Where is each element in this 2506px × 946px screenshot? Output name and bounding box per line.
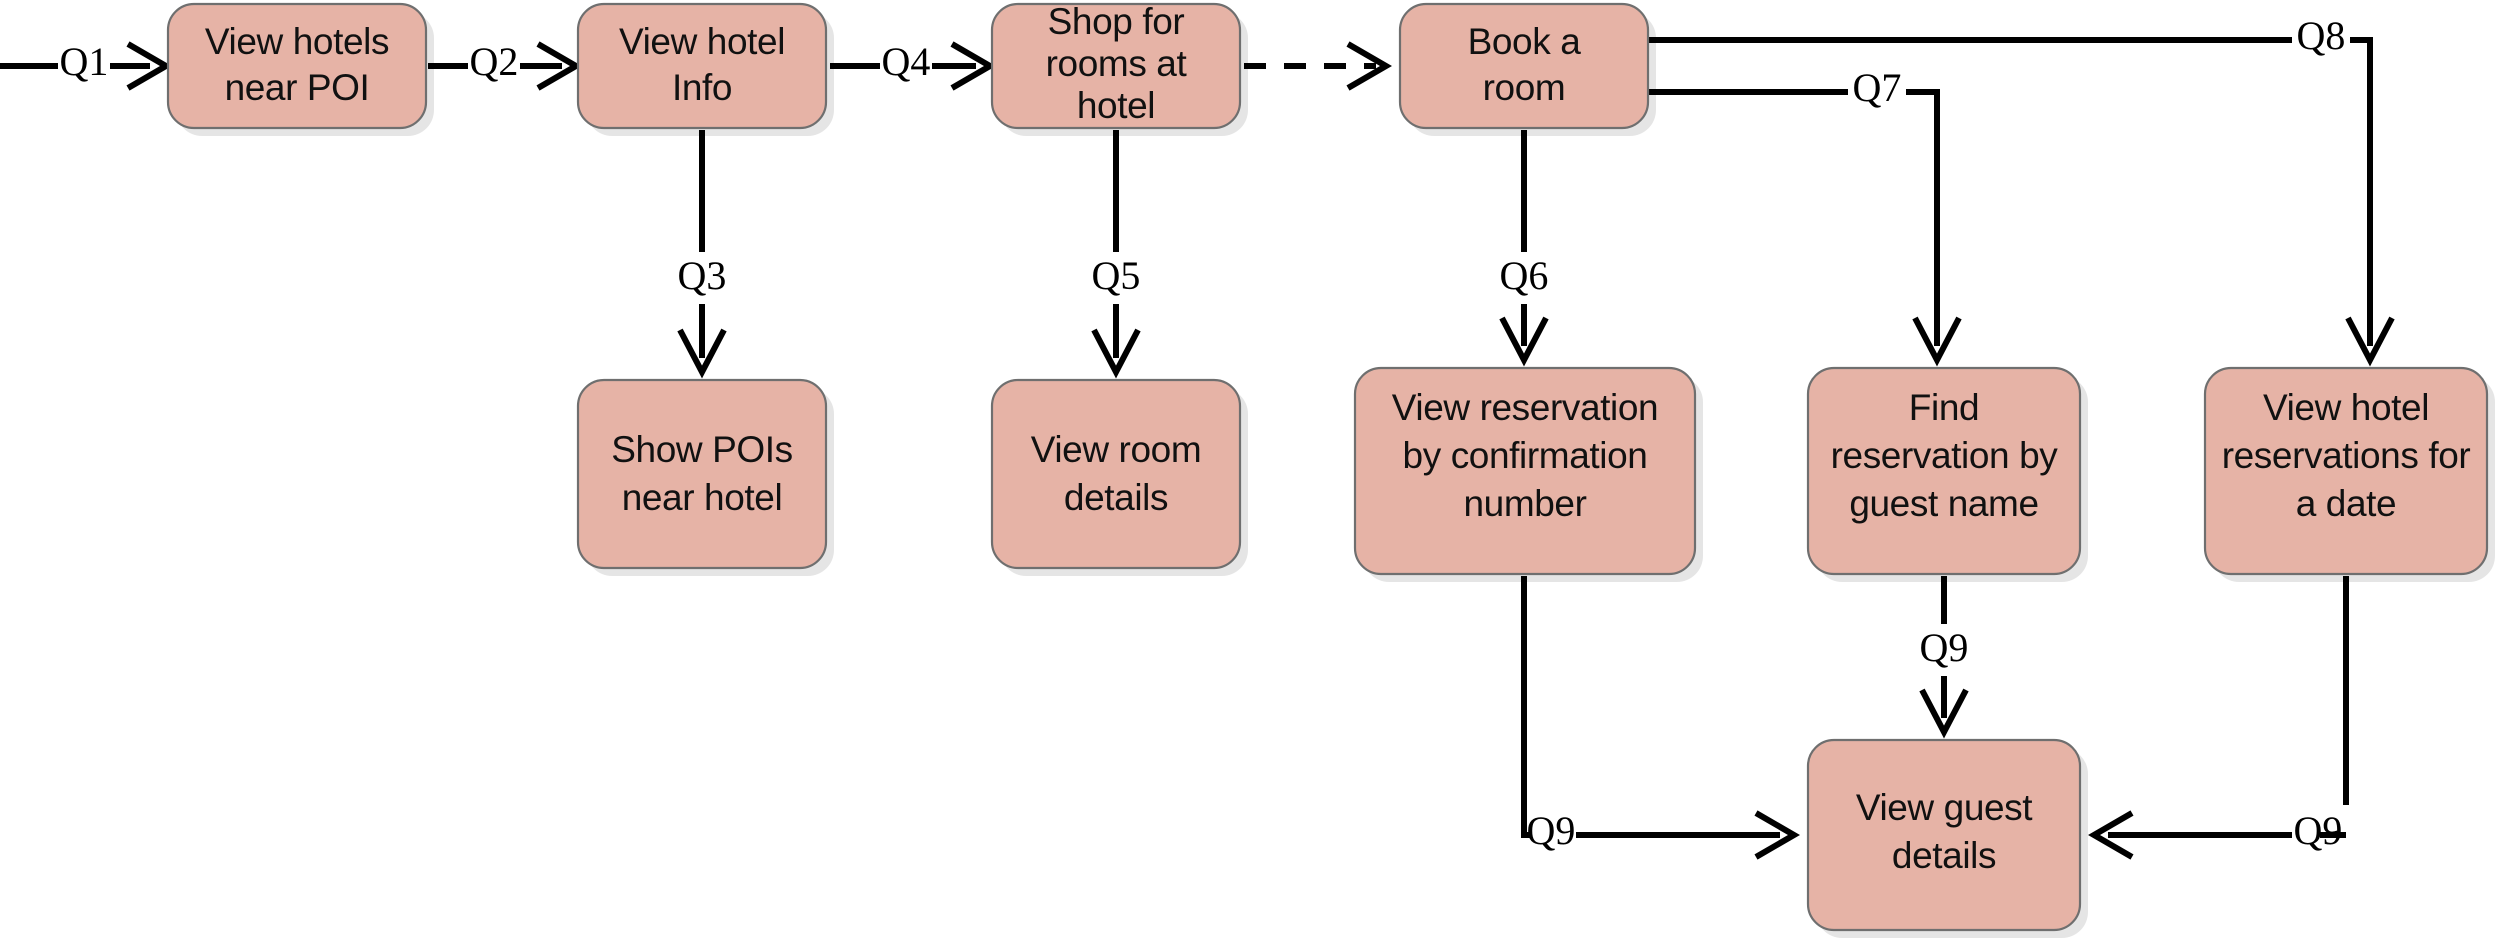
node-label-view-hotel-reservations-line2: reservations for (2222, 435, 2471, 476)
edge-label-q4: Q4 (882, 39, 931, 84)
edge-find-reservation-to-view-guest-details: Q9 (1919, 576, 1969, 739)
node-label-view-guest-details-line1: View guest (1856, 787, 2033, 828)
node-view-room-details[interactable]: View room details (990, 378, 1248, 576)
node-book-a-room[interactable]: Book a room (1398, 2, 1656, 136)
node-label-find-reservation-line3: guest name (1849, 483, 2038, 524)
node-label-view-room-details-line2: details (1064, 477, 1168, 518)
node-label-view-guest-details-line2: details (1892, 835, 1996, 876)
node-label-shop-for-rooms-line1: Shop for (1048, 1, 1185, 42)
edge-view-hotel-info-to-show-pois: Q3 (677, 130, 727, 379)
edge-shop-for-rooms-to-book-a-room (1244, 41, 1392, 91)
node-view-hotel-reservations-for-a-date[interactable]: View hotel reservations for a date (2203, 366, 2495, 582)
node-label-book-a-room-line1: Book a (1468, 21, 1582, 62)
edge-book-a-room-to-find-reservation: Q7 (1648, 65, 1962, 367)
edge-label-q9-right: Q9 (2294, 808, 2343, 853)
node-label-view-hotels-near-poi-line1: View hotels (205, 21, 389, 62)
node-label-find-reservation-line2: reservation by (1831, 435, 2059, 476)
edge-label-q5: Q5 (1092, 253, 1141, 298)
edge-book-a-room-to-view-reservation: Q6 (1499, 130, 1549, 367)
node-label-view-room-details-line1: View room (1031, 429, 1202, 470)
node-label-view-reservation-line3: number (1463, 483, 1586, 524)
node-show-pois-near-hotel[interactable]: Show POIs near hotel (576, 378, 834, 576)
node-label-view-hotels-near-poi-line2: near POI (225, 67, 370, 108)
node-label-view-hotel-reservations-line1: View hotel (2263, 387, 2429, 428)
edge-view-hotels-to-view-hotel-info: Q2 (428, 39, 582, 91)
edge-label-q9-mid: Q9 (1920, 625, 1969, 670)
edge-label-q8: Q8 (2297, 13, 2346, 58)
edge-label-q1: Q1 (60, 39, 109, 84)
edge-label-q7: Q7 (1853, 65, 1902, 110)
node-view-hotel-info[interactable]: View hotel Info (576, 2, 834, 136)
edge-shop-for-rooms-to-view-room-details: Q5 (1091, 130, 1141, 379)
node-view-hotels-near-poi[interactable]: View hotels near POI (166, 2, 434, 136)
node-label-find-reservation-line1: Find (1909, 387, 1979, 428)
edge-view-hotel-reservations-to-view-guest-details: Q9 (2088, 576, 2349, 860)
edge-book-a-room-to-view-hotel-reservations: Q8 (1648, 13, 2395, 367)
node-find-reservation-by-guest-name[interactable]: Find reservation by guest name (1806, 366, 2088, 582)
node-label-view-hotel-info-line2: Info (672, 67, 732, 108)
node-label-book-a-room-line2: room (1483, 67, 1566, 108)
edge-label-q2: Q2 (470, 39, 519, 84)
node-label-view-reservation-line2: by confirmation (1403, 435, 1648, 476)
node-shop-for-rooms-at-hotel[interactable]: Shop for rooms at hotel (990, 1, 1248, 136)
node-label-show-pois-line1: Show POIs (611, 429, 792, 470)
node-label-view-reservation-line1: View reservation (1392, 387, 1658, 428)
node-label-view-hotel-reservations-line3: a date (2296, 483, 2396, 524)
edge-label-q9-bottom-left: Q9 (1527, 808, 1576, 853)
node-label-shop-for-rooms-line2: rooms at (1046, 43, 1188, 84)
edge-view-reservation-to-view-guest-details: Q9 (1521, 576, 1800, 860)
node-view-guest-details[interactable]: View guest details (1806, 738, 2088, 938)
edge-label-q3: Q3 (678, 253, 727, 298)
edge-start-to-view-hotels: Q1 (0, 39, 172, 91)
edge-view-hotel-info-to-shop-for-rooms: Q4 (830, 39, 996, 91)
node-label-view-hotel-info-line1: View hotel (619, 21, 785, 62)
node-label-shop-for-rooms-line3: hotel (1077, 85, 1155, 126)
node-label-show-pois-line2: near hotel (622, 477, 783, 518)
node-view-reservation-by-confirmation-number[interactable]: View reservation by confirmation number (1353, 366, 1703, 582)
edge-label-q6: Q6 (1500, 253, 1549, 298)
